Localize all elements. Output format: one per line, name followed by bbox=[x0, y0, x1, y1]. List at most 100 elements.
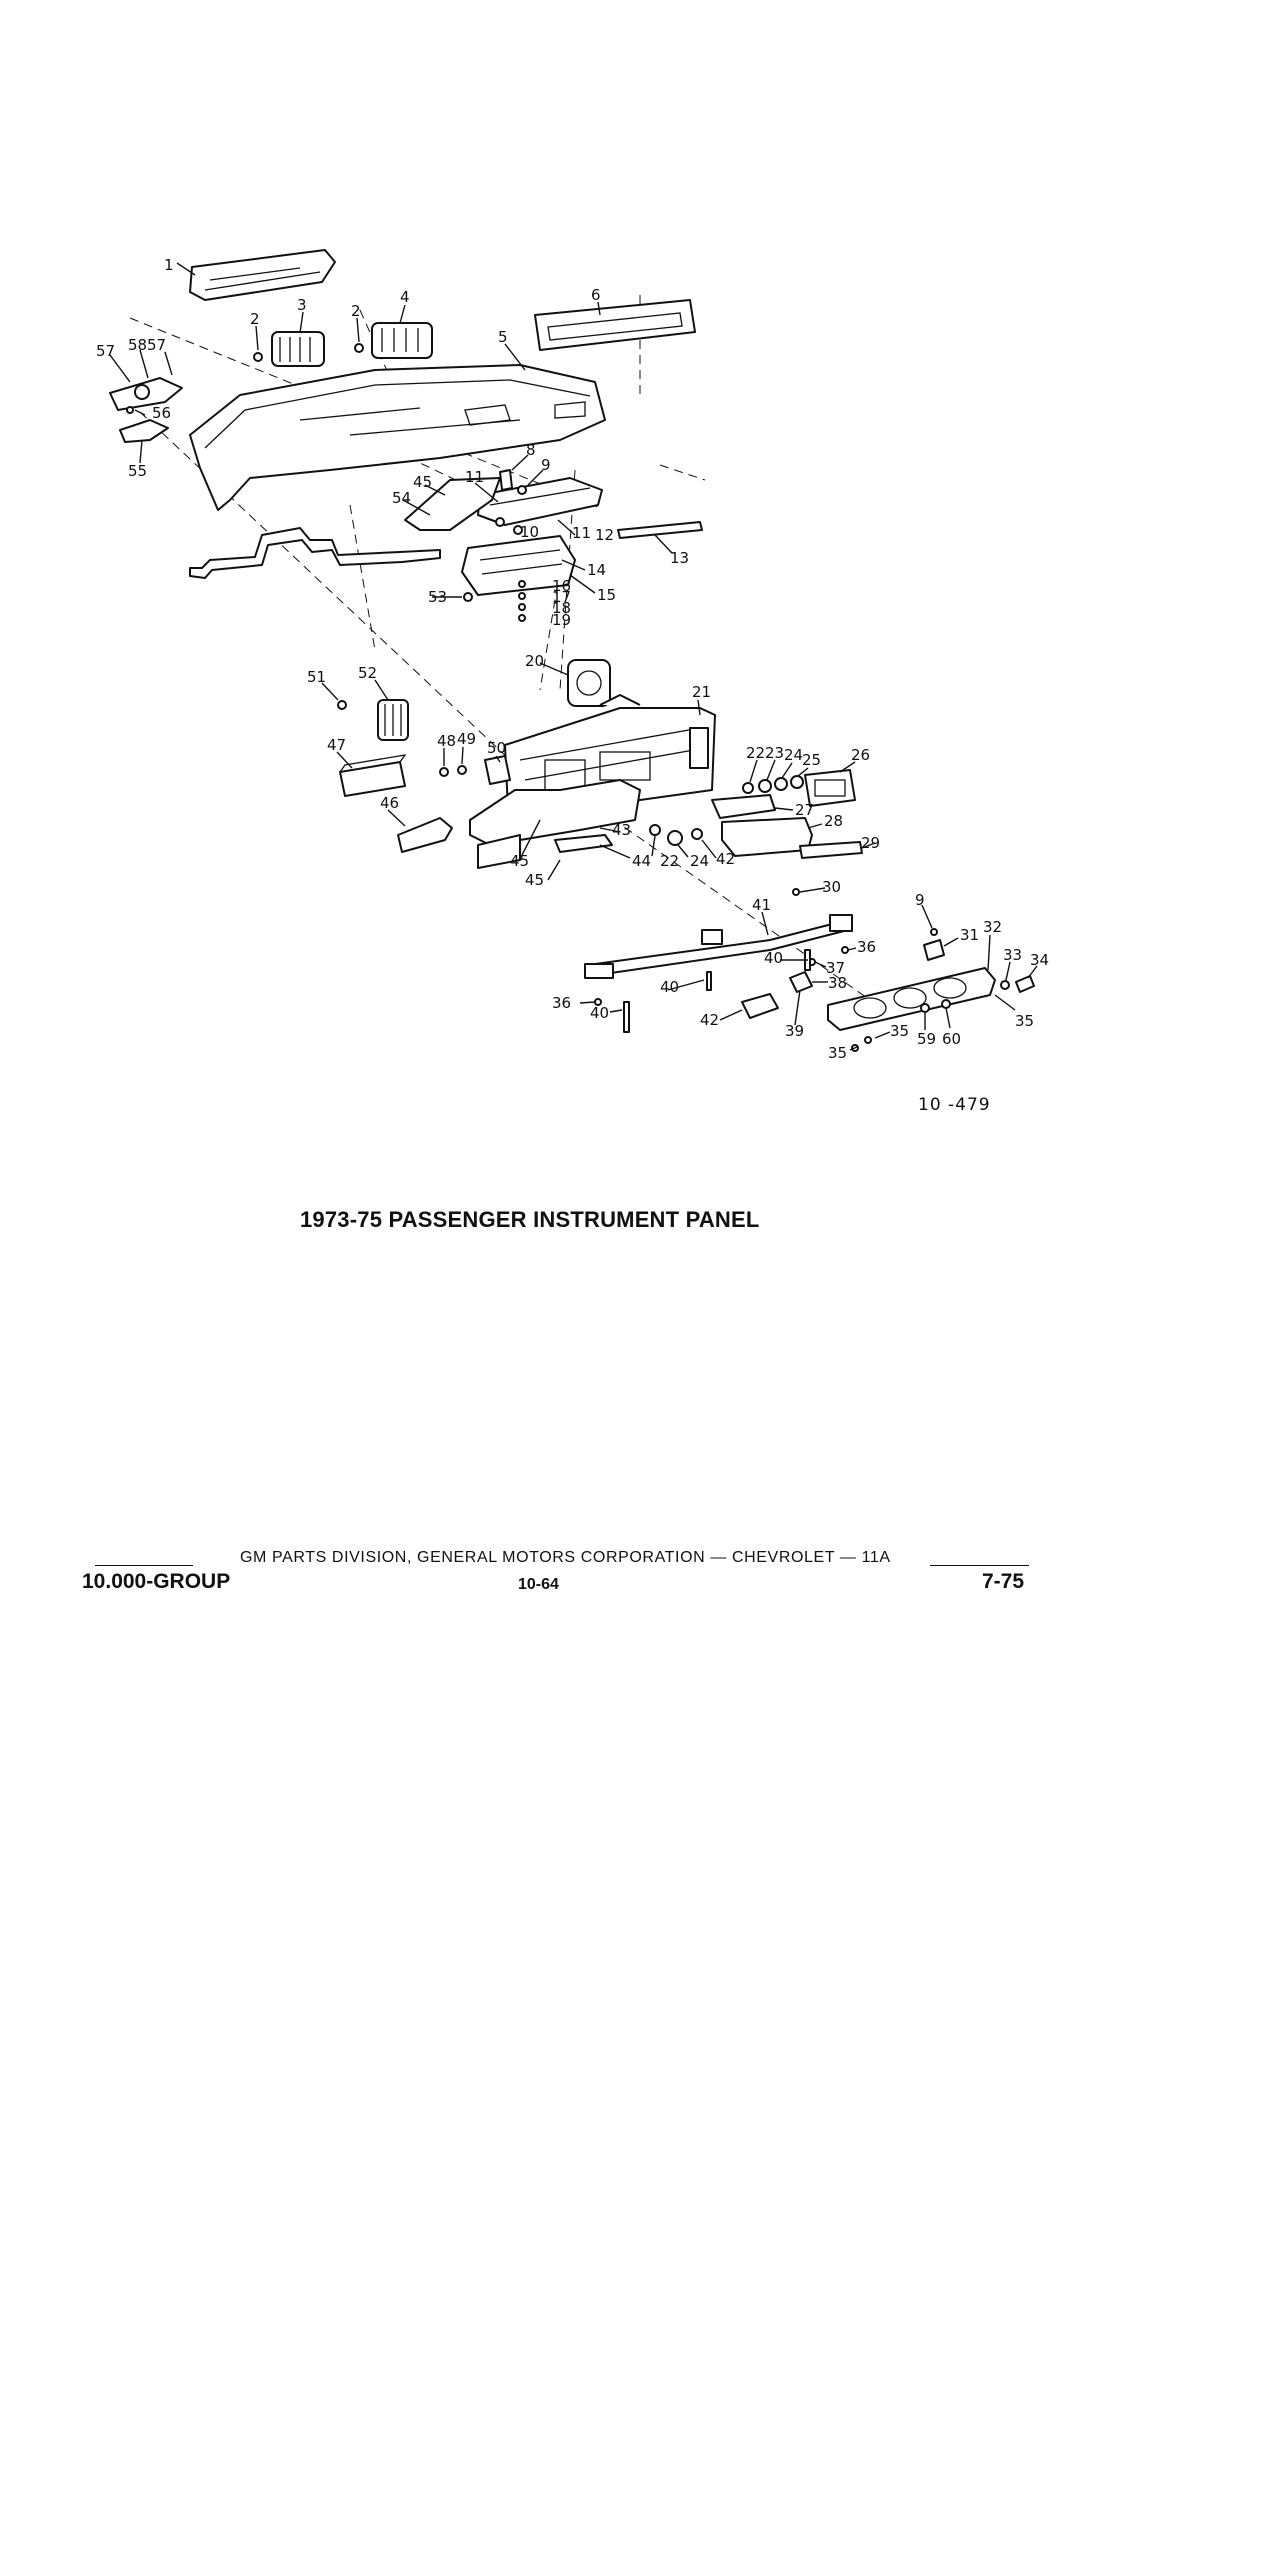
callout: 22 bbox=[746, 744, 765, 762]
part-speaker-20 bbox=[567, 659, 611, 707]
screw-2b bbox=[354, 343, 364, 353]
screw-59 bbox=[920, 1003, 930, 1013]
callout: 40 bbox=[660, 978, 679, 996]
part-assembly-3 bbox=[271, 331, 325, 367]
screw-51 bbox=[337, 700, 347, 710]
knobs-22-25 bbox=[742, 775, 804, 794]
callout: 39 bbox=[785, 1022, 804, 1040]
callout: 31 bbox=[960, 926, 979, 944]
part-bracket-44 bbox=[554, 834, 613, 853]
callout: 11 bbox=[572, 524, 591, 542]
footer-page-number: 10-64 bbox=[518, 1576, 559, 1593]
part-bracket-12 bbox=[477, 477, 603, 526]
footer-rule-left bbox=[95, 1565, 193, 1566]
footer-rule-right bbox=[930, 1565, 1029, 1566]
callout: 35 bbox=[1015, 1012, 1034, 1030]
callout: 2 bbox=[351, 302, 361, 320]
callout: 5 bbox=[498, 328, 508, 346]
part-42-lower bbox=[741, 993, 779, 1019]
callout: 22 bbox=[660, 852, 679, 870]
screw-9b bbox=[930, 928, 938, 936]
callout: 40 bbox=[764, 949, 783, 967]
part-support-bar-41 bbox=[584, 914, 853, 979]
callout: 25 bbox=[802, 751, 821, 769]
callout: 24 bbox=[784, 746, 803, 764]
part-50 bbox=[484, 755, 511, 785]
part-trim-plate-6 bbox=[534, 299, 696, 351]
part-31 bbox=[923, 939, 945, 961]
callout: 26 bbox=[851, 746, 870, 764]
callout: 24 bbox=[690, 852, 709, 870]
screw-33 bbox=[1000, 980, 1010, 990]
part-clip-46 bbox=[397, 817, 453, 853]
callout: 54 bbox=[392, 489, 411, 507]
callout: 17 bbox=[552, 588, 571, 606]
knob-42 bbox=[691, 828, 703, 840]
callout: 12 bbox=[595, 526, 614, 544]
part-assembly-4 bbox=[371, 322, 433, 359]
screw-2a bbox=[253, 352, 263, 362]
callout: 21 bbox=[692, 683, 711, 701]
part-vent-14 bbox=[461, 535, 576, 596]
callout: 9 bbox=[541, 456, 551, 474]
part-dash-pad-5 bbox=[189, 364, 606, 511]
part-34 bbox=[1015, 975, 1035, 993]
figure-caption: 1973-75 PASSENGER INSTRUMENT PANEL bbox=[300, 1207, 760, 1232]
callout: 1 bbox=[164, 256, 174, 274]
part-cluster-32 bbox=[827, 967, 996, 1031]
callout: 44 bbox=[632, 852, 651, 870]
callout: 42 bbox=[716, 850, 735, 868]
part-bezel-26 bbox=[804, 769, 856, 807]
callout: 29 bbox=[861, 834, 880, 852]
callout: 41 bbox=[752, 896, 771, 914]
part-brace-54 bbox=[189, 527, 441, 579]
callout: 16 bbox=[552, 577, 571, 595]
part-box-47 bbox=[339, 754, 407, 797]
callout: 13 bbox=[670, 549, 689, 567]
callout: 15 bbox=[597, 586, 616, 604]
callout: 18 bbox=[552, 599, 571, 617]
screw-53 bbox=[463, 592, 473, 602]
hardware-16-19 bbox=[518, 580, 526, 622]
callout: 37 bbox=[826, 959, 845, 977]
callout: 3 bbox=[297, 296, 307, 314]
callout: 20 bbox=[525, 652, 544, 670]
callout: 59 bbox=[917, 1030, 936, 1048]
screw-49 bbox=[457, 765, 467, 775]
exploded-parts-diagram: 1 2 3 2 4 5 6 57 58 57 56 55 8 9 11 10 1… bbox=[96, 249, 1049, 1062]
part-28 bbox=[721, 817, 813, 857]
callout: 47 bbox=[327, 736, 346, 754]
part-cover-1 bbox=[189, 249, 336, 301]
callout: 56 bbox=[152, 404, 171, 422]
callout: 27 bbox=[795, 801, 814, 819]
fasteners-8-11 bbox=[495, 469, 527, 535]
callout: 28 bbox=[824, 812, 843, 830]
footer-publisher-line: GM PARTS DIVISION, GENERAL MOTORS CORPOR… bbox=[240, 1549, 891, 1566]
callout: 58 bbox=[128, 336, 147, 354]
figure-number: 10 -479 bbox=[918, 1095, 991, 1115]
part-29 bbox=[799, 841, 863, 859]
callout: 52 bbox=[358, 664, 377, 682]
callout: 6 bbox=[591, 286, 601, 304]
callout: 57 bbox=[96, 342, 115, 360]
nut-22 bbox=[649, 824, 661, 836]
part-strip-13 bbox=[617, 521, 703, 539]
callout: 45 bbox=[525, 871, 544, 889]
callout: 8 bbox=[526, 441, 536, 459]
callout: 32 bbox=[983, 918, 1002, 936]
screw-35a bbox=[864, 1036, 872, 1044]
callout: 10 bbox=[520, 523, 539, 541]
callout: 60 bbox=[942, 1030, 961, 1048]
callout: 57 bbox=[147, 336, 166, 354]
callout: 34 bbox=[1030, 951, 1049, 969]
callout: 19 bbox=[552, 611, 571, 629]
callout: 33 bbox=[1003, 946, 1022, 964]
callout: 45 bbox=[510, 852, 529, 870]
callout: 50 bbox=[487, 739, 506, 757]
callout: 43 bbox=[612, 821, 631, 839]
leader-lines bbox=[109, 262, 1038, 1051]
callout: 48 bbox=[437, 732, 456, 750]
footer-date: 7-75 bbox=[982, 1570, 1025, 1593]
callout: 36 bbox=[857, 938, 876, 956]
callout: 35 bbox=[890, 1022, 909, 1040]
